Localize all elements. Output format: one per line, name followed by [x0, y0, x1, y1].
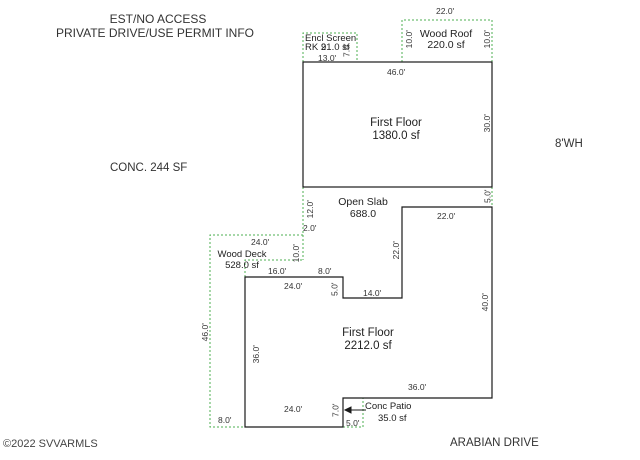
dim-5-bottom: 5.0'	[346, 418, 360, 428]
dim-46-top: 46.0'	[387, 67, 406, 77]
dim-7-patio: 7.0'	[330, 403, 341, 417]
open-slab-name: Open Slab	[338, 196, 388, 208]
wood-roof-area: 220.0 sf	[427, 39, 465, 51]
conc-patio-outline	[343, 398, 364, 428]
dim-24-deck: 24.0'	[251, 237, 270, 247]
upper-floor-name: First Floor	[370, 117, 422, 129]
dim-24-lower-top: 24.0'	[284, 281, 303, 291]
dim-13: 13.0'	[318, 53, 337, 63]
dim-8-bottom: 8.0'	[218, 415, 232, 425]
dim-24-bottom: 24.0'	[284, 404, 303, 414]
street-label: ARABIAN DRIVE	[450, 437, 539, 449]
dim-36-vert: 36.0'	[250, 345, 261, 364]
dim-7-es: 7.0'	[341, 43, 352, 57]
wall-height-label: 8'WH	[555, 138, 583, 150]
header-line-1: EST/NO ACCESS	[109, 12, 207, 26]
encl-screen-outline	[302, 32, 358, 62]
deck-inner-line	[244, 259, 303, 277]
dim-10-deck: 10.0'	[290, 244, 301, 263]
encl-screen-sub: RK 2	[305, 42, 327, 53]
upper-floor-area: 1380.0 sf	[372, 130, 420, 142]
dim-8-top: 8.0'	[318, 266, 332, 276]
encl-screen-name: Encl Screen	[305, 33, 357, 44]
upper-first-floor-wall	[302, 61, 493, 188]
dim-5-step: 5.0'	[329, 282, 340, 296]
dim-22-vert: 22.0'	[390, 241, 401, 260]
dim-40: 40.0'	[479, 293, 490, 312]
header-line-2: PRIVATE DRIVE/USE PERMIT INFO	[55, 26, 255, 40]
dim-14: 14.0'	[363, 288, 382, 298]
dim-10-wr-right: 10.0'	[481, 30, 492, 49]
dim-30: 30.0'	[481, 114, 492, 133]
dim-5-right: 5.0'	[482, 189, 493, 203]
conc-patio-area: 35.0 sf	[378, 413, 407, 424]
wood-deck-outline	[209, 234, 303, 428]
dim-2: 2.0'	[303, 223, 317, 233]
patio-arrow-head	[343, 406, 352, 414]
wood-roof-name: Wood Roof	[419, 28, 473, 40]
copyright-label: ©2022 SVVARMLS	[3, 438, 98, 450]
dim-22-mid: 22.0'	[437, 211, 456, 221]
lower-floor-name: First Floor	[342, 327, 394, 339]
lower-first-floor-wall	[244, 206, 493, 428]
lower-floor-area: 2212.0 sf	[344, 340, 392, 352]
dim-16: 16.0'	[268, 266, 287, 276]
dim-46-left: 46.0'	[199, 323, 210, 342]
wood-deck-area: 528.0 sf	[225, 260, 259, 271]
dim-36-horiz: 36.0'	[408, 382, 427, 392]
encl-screen-area: 91.0 sf	[321, 42, 350, 53]
wood-roof-outline	[401, 19, 493, 62]
wood-deck-name: Wood Deck	[217, 249, 267, 260]
dim-12: 12.0'	[304, 200, 315, 219]
dim-22-top: 22.0'	[436, 6, 455, 16]
conc-area-label: CONC. 244 SF	[110, 162, 188, 174]
conc-patio-name: Conc Patio	[365, 401, 412, 412]
dim-10-wr-left: 10.0'	[403, 30, 414, 49]
open-slab-area: 688.0	[349, 208, 377, 220]
